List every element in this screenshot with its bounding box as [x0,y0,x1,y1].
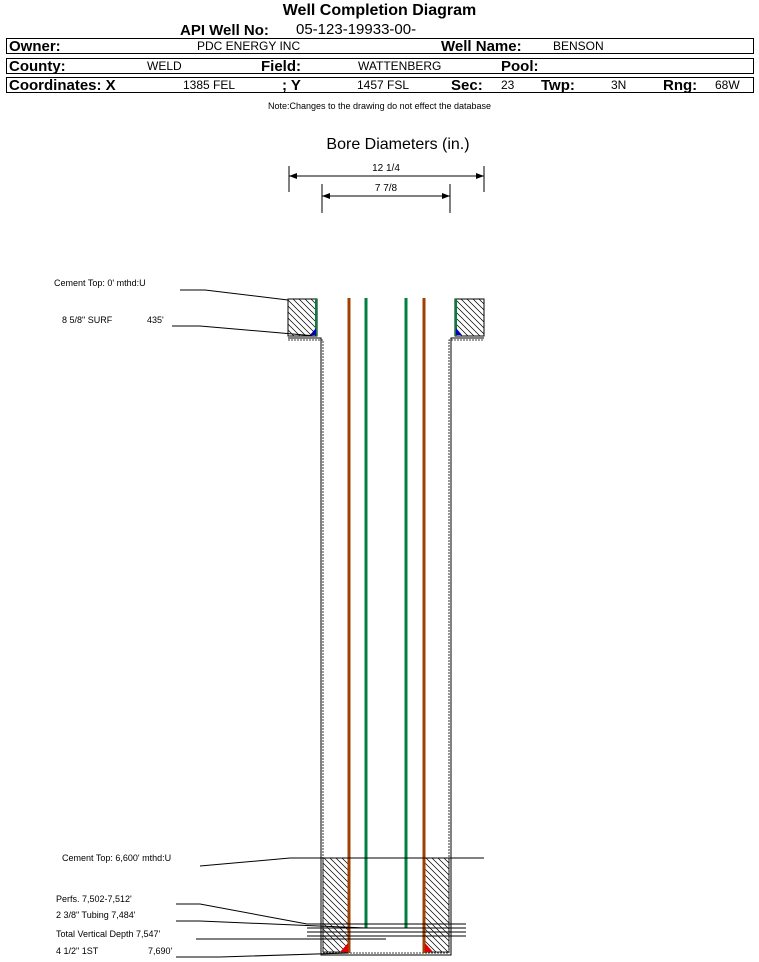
inner-bore-value: 7 7/8 [375,183,398,194]
production-cement-right [424,857,450,953]
tvd-label: Total Vertical Depth 7,547' [56,929,161,939]
surface-cement-left [287,298,318,337]
production-cement-left [322,857,349,953]
sec-label: Sec: [451,77,483,94]
coord-y-value: 1457 FSL [357,78,410,92]
owner-row: Owner: PDC ENERGY INC Well Name: BENSON [6,38,754,54]
tubing-leader [176,920,367,929]
api-well-value: 05-123-19933-00- [296,21,417,38]
owner-label: Owner: [9,38,61,55]
production-shoe-right [425,943,433,952]
api-well-label: API Well No: [180,22,269,39]
perfs-label: Perfs. 7,502-7,512' [56,894,132,904]
well-name-value: BENSON [553,39,604,53]
county-value: WELD [147,59,182,73]
field-label: Field: [261,58,301,75]
cement-top-production-label: Cement Top: 6,600' mthd:U [62,853,171,863]
inner-bore-dimension [321,184,451,213]
perforations [307,923,466,937]
database-note: Note:Changes to the drawing do not effec… [268,101,491,111]
surface-casing-depth: 435' [147,315,164,325]
rng-label: Rng: [663,77,698,94]
coord-x-label: Coordinates: X [9,77,116,94]
cement-top-surface-leader [180,289,289,301]
surface-casing-leader [172,325,317,337]
rng-value: 68W [715,78,740,92]
production-casing-depth: 7,690' [148,946,173,956]
production-casing-label: 4 1/2" 1ST [56,946,99,956]
coord-y-label: ; Y [282,77,301,94]
production-casing-leader [176,952,349,958]
twp-value: 3N [611,78,627,92]
surface-casing-label: 8 5/8" SURF [62,315,113,325]
diagram-title: Well Completion Diagram [282,2,477,19]
perfs-leader [176,903,308,925]
coordinates-row: Coordinates: X 1385 FEL ; Y 1457 FSL Sec… [6,77,754,93]
field-value: WATTENBERG [358,59,442,73]
outer-bore-value: 12 1/4 [372,163,400,174]
coord-x-value: 1385 FEL [183,78,236,92]
surface-shoe-left [310,328,316,335]
outer-bore-dimension [288,166,485,192]
well-name-label: Well Name: [441,38,522,55]
surface-cement-right [454,298,485,337]
tubing-label: 2 3/8" Tubing 7,484' [56,910,136,920]
twp-label: Twp: [541,77,575,94]
county-row: County: WELD Field: WATTENBERG Pool: [6,58,754,74]
sec-value: 23 [501,78,515,92]
pool-label: Pool: [501,58,539,75]
owner-value: PDC ENERGY INC [197,39,301,53]
county-label: County: [9,58,66,75]
cement-top-surface-label: Cement Top: 0' mthd:U [54,278,146,288]
surface-shoe-right [456,328,462,335]
production-shoe-left [340,943,348,952]
bore-diameters-title: Bore Diameters (in.) [326,136,469,153]
production-bore-walls [288,337,484,956]
cement-top-production-leader [199,857,484,867]
